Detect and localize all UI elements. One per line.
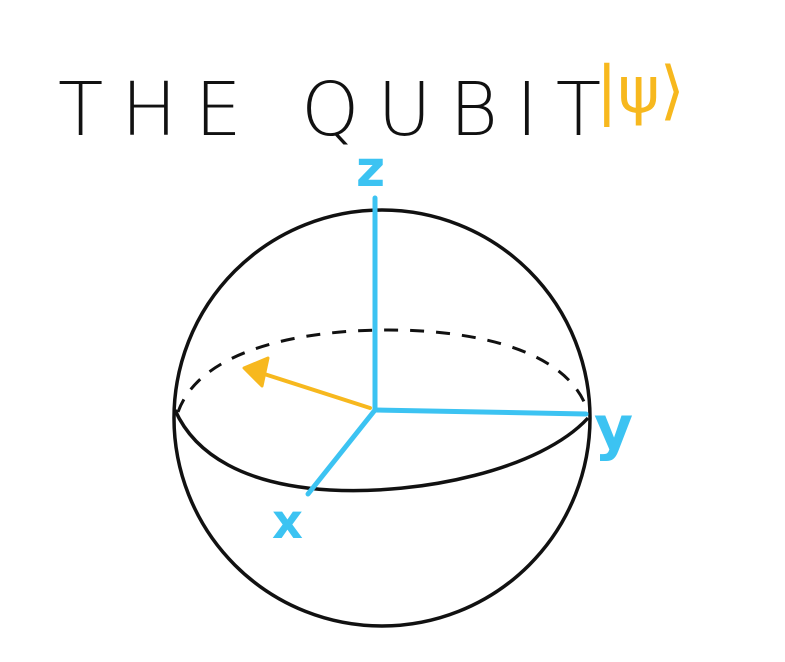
equator-back-dashed [176, 328, 590, 413]
state-vector-arrowhead [242, 356, 270, 388]
equator-front [173, 409, 590, 493]
title-text: THE QUBIT [58, 67, 619, 153]
x-axis-label: x [272, 494, 303, 550]
z-axis-label: z [356, 140, 385, 198]
x-axis [305, 407, 378, 497]
title-ket: |ψ⟩ [596, 54, 685, 128]
sphere-outline [172, 208, 592, 628]
y-axis-label: y [594, 393, 633, 463]
state-vector [256, 370, 372, 410]
y-axis [372, 407, 589, 417]
